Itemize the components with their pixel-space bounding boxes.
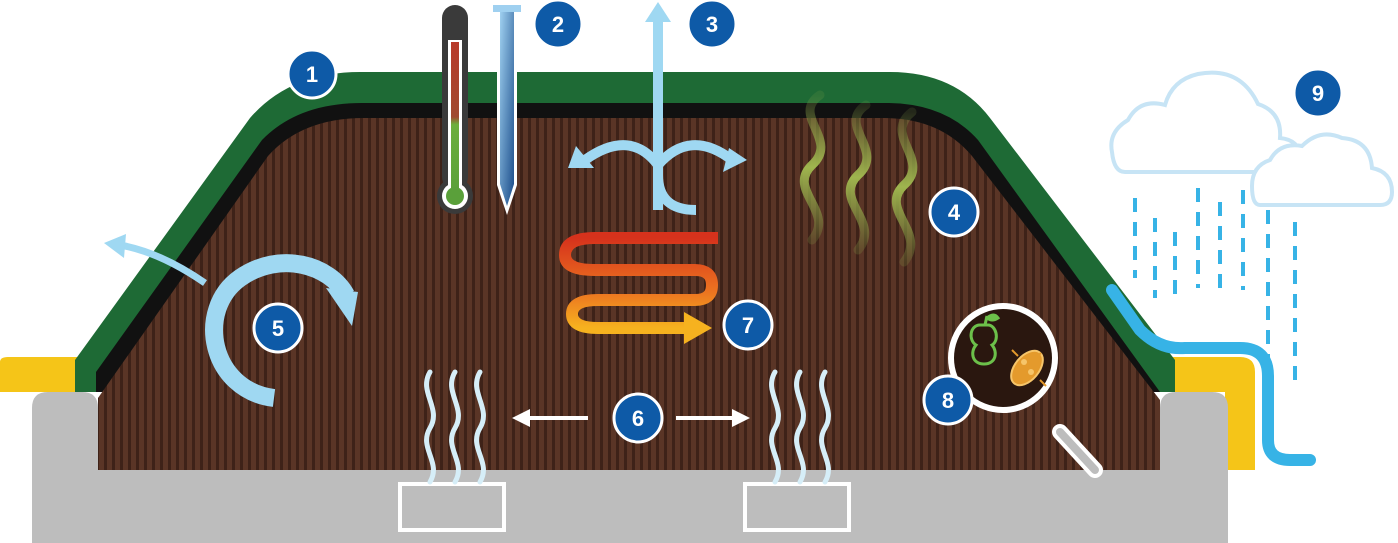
marker-3: 3 (686, 0, 738, 50)
probe-icon (493, 5, 521, 215)
runoff-water (1106, 284, 1316, 466)
heat-flow-icon (558, 232, 719, 344)
marker-2: 2 (532, 0, 584, 50)
marker-4-label: 4 (948, 200, 961, 225)
odor-icon (799, 90, 918, 267)
aeration-arrows (512, 409, 750, 427)
marker-4: 4 (928, 186, 980, 238)
thermometer-icon (437, 5, 473, 214)
marker-1-label: 1 (306, 62, 318, 87)
vapor-arrow-icon (582, 20, 736, 215)
marker-1: 1 (286, 48, 338, 100)
marker-7: 7 (722, 299, 774, 351)
aeration-icon (424, 369, 831, 485)
marker-badges: 1 2 3 4 5 6 7 8 (252, 0, 1344, 444)
magnifier-icon (948, 303, 1103, 478)
marker-7-label: 7 (742, 313, 754, 338)
marker-8: 8 (922, 374, 974, 426)
marker-9: 9 (1292, 67, 1344, 119)
marker-3-label: 3 (706, 12, 718, 37)
concrete-base (32, 392, 1228, 543)
marker-6-label: 6 (632, 406, 644, 431)
marker-5: 5 (252, 302, 304, 354)
marker-9-label: 9 (1312, 81, 1324, 106)
air-circulation-icon (104, 234, 358, 407)
microbe-icon (1010, 349, 1047, 387)
apple-core-icon (969, 313, 1001, 366)
aeration-ducts (398, 482, 851, 532)
marker-5-label: 5 (272, 316, 284, 341)
rain-cloud-icon (1109, 70, 1395, 380)
marker-2-label: 2 (552, 12, 564, 37)
marker-6: 6 (612, 392, 664, 444)
marker-8-label: 8 (942, 388, 954, 413)
vapor-arrow-heads (568, 2, 747, 172)
